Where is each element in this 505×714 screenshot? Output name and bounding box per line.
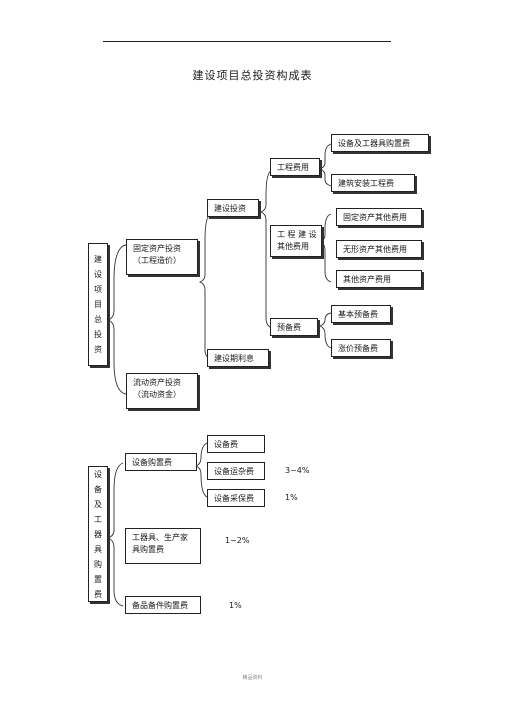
footer-watermark: 精品资料 (242, 675, 263, 681)
building-installation-box: 建筑安装工程费 (331, 174, 415, 192)
brace-equipment (194, 442, 208, 498)
other-asset-cost-box: 其他资产费用 (336, 270, 422, 288)
header-rule (103, 41, 391, 42)
brace-root-2 (106, 462, 124, 607)
equipment-fee-box: 设备费 (207, 435, 265, 453)
root-equipment-tools-fee: 设备 及工 器具 购置 费 (88, 466, 108, 602)
tools-purchase-box: 工器具、生产家具购置费 (125, 528, 201, 564)
procurement-fee-box: 设备采保费 (207, 489, 265, 507)
engineering-cost-box: 工程费用 (270, 158, 320, 176)
transport-fee-rate: 3~4% (285, 466, 310, 475)
brace-engineering (318, 143, 332, 187)
basic-reserve-box: 基本预备费 (331, 305, 391, 323)
construction-investment-box: 建设投资 (207, 199, 259, 217)
construction-interest-box: 建设期利息 (207, 349, 269, 367)
brace-reserve (318, 312, 332, 349)
page-title: 建设项目总投资构成表 (192, 69, 313, 82)
transport-fee-box: 设备运杂费 (207, 462, 265, 480)
tools-fee-rate: 1~2% (225, 536, 250, 545)
fixed-asset-investment-box: 固定资产投资（工程造价） (126, 239, 198, 275)
brace-construction (259, 169, 273, 329)
price-reserve-box: 涨价预备费 (331, 339, 391, 357)
equipment-purchase-box: 设备购置费 (125, 453, 197, 471)
spare-parts-box: 备品备件购置费 (125, 596, 201, 614)
intangible-asset-other-cost-box: 无形资产其他费用 (336, 240, 422, 258)
fixed-asset-other-cost-box: 固定资产其他费用 (336, 208, 422, 226)
spare-parts-rate: 1% (229, 601, 242, 610)
reserve-fee-box: 预备费 (270, 318, 318, 336)
brace-root (106, 244, 127, 395)
equipment-tools-purchase-box: 设备及工器具购置费 (331, 134, 429, 152)
root-total-investment: 建设 项目 总投 资 (88, 243, 108, 366)
working-capital-box: 流动资产投资（流动资金） (126, 373, 198, 409)
brace-fixed-asset (198, 213, 212, 360)
procurement-fee-rate: 1% (285, 493, 298, 502)
other-construction-cost-box: 工 程 建 设其他费用 (270, 225, 322, 257)
